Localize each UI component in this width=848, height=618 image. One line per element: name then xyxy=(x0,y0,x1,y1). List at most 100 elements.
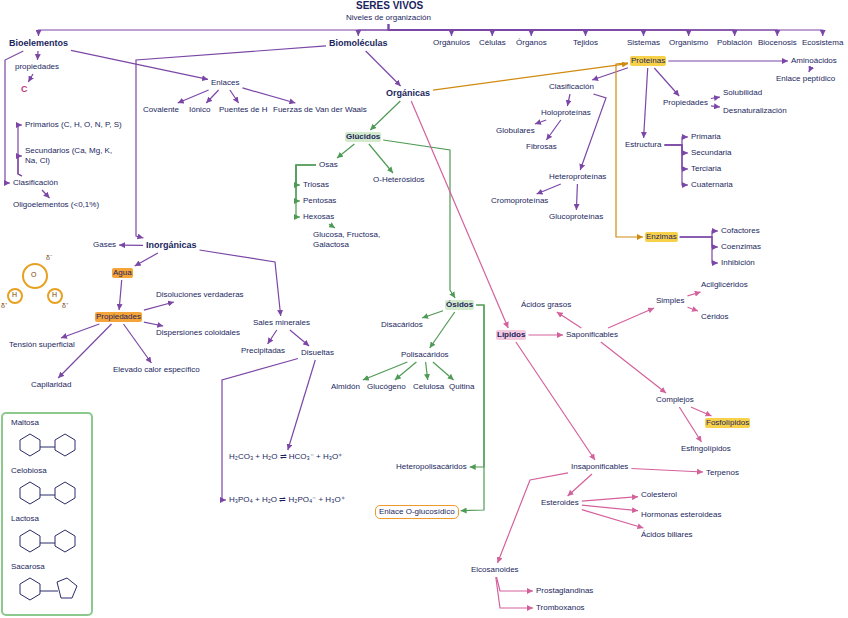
concept-node: Orgánulos xyxy=(432,38,471,48)
node-text: Elevado calor específico xyxy=(113,365,200,375)
node-text: Secundarios (Ca, Mg, K, Na, Cl) xyxy=(25,146,125,166)
atom-label: H xyxy=(12,291,17,299)
concept-node: Céridos xyxy=(700,312,730,322)
concept-node: Disueltas xyxy=(300,348,335,358)
concept-node: Esteroides xyxy=(540,498,580,508)
concept-node: Niveles de organización xyxy=(345,13,432,23)
concept-node: Globulares xyxy=(495,126,536,136)
node-text: Dispersiones coloidales xyxy=(156,328,240,338)
sugar-frame xyxy=(2,413,92,615)
concept-node: Fuerzas de Van der Waals xyxy=(272,105,368,115)
connector xyxy=(395,362,417,380)
node-text: Glúcidos xyxy=(346,132,380,142)
connector xyxy=(119,280,122,310)
node-text: Disoluciones verdaderas xyxy=(156,290,244,300)
concept-node: Terciaria xyxy=(690,164,722,174)
concept-node: Fosfolípidos xyxy=(705,418,750,428)
node-text: Puentes de H xyxy=(219,105,267,115)
connector xyxy=(411,101,508,328)
node-text: Sacarosa xyxy=(11,562,45,572)
node-text: Insaponificables xyxy=(571,462,628,472)
node-text: Tensión superficial xyxy=(9,340,75,350)
connector xyxy=(370,101,400,130)
node-text: Sales minerales xyxy=(253,318,310,328)
node-text: Oligoelementos (<0,1%) xyxy=(13,200,99,210)
connector xyxy=(608,308,654,328)
connector xyxy=(665,145,689,185)
concept-node: Ósidos xyxy=(445,300,474,310)
node-text: Gases xyxy=(93,240,116,250)
concept-node: Precipitadas xyxy=(240,346,286,356)
node-text: Céridos xyxy=(701,312,729,322)
bond xyxy=(40,447,55,448)
node-text: Biocenosis xyxy=(758,38,797,48)
connector xyxy=(711,106,720,107)
concept-node: Orgánicas xyxy=(385,88,431,99)
ring xyxy=(20,578,40,600)
node-text: O-Heterósidos xyxy=(373,175,425,185)
node-text: Maltosa xyxy=(11,418,39,428)
connector xyxy=(389,24,823,36)
concept-node: Biocenosis xyxy=(757,38,798,48)
concept-node: Biomoléculas xyxy=(328,38,389,49)
connector xyxy=(290,330,309,346)
connector xyxy=(535,120,546,124)
node-text: Secundaria xyxy=(691,148,731,158)
connector xyxy=(119,245,143,246)
concept-node: Cromoproteínas xyxy=(490,196,549,206)
concept-node: propiedades xyxy=(14,62,60,72)
concept-node: Insaponificables xyxy=(570,462,629,472)
connector xyxy=(268,330,277,344)
concept-node: Maltosa xyxy=(10,418,40,428)
connector xyxy=(329,224,335,228)
connector xyxy=(498,473,569,563)
node-text: Inorgánicas xyxy=(146,240,197,251)
node-text: Fosfolípidos xyxy=(706,418,749,428)
concept-node: Prostaglandinas xyxy=(535,586,594,596)
node-text: Quitina xyxy=(449,382,474,392)
connector xyxy=(668,60,788,61)
node-text: Niveles de organización xyxy=(346,13,431,23)
node-text: Iónico xyxy=(189,105,210,115)
bond xyxy=(40,495,55,496)
node-text: Aminoácidos xyxy=(791,56,837,66)
concept-node: Hexosas xyxy=(302,212,335,222)
concept-node: Glucoproteínas xyxy=(548,212,604,222)
node-text: Heteroproteínas xyxy=(549,172,606,182)
connector xyxy=(206,90,218,103)
connector xyxy=(18,125,22,176)
node-text: Órganos xyxy=(516,38,547,48)
connector xyxy=(582,497,638,502)
connector xyxy=(688,307,699,311)
connector xyxy=(58,324,111,378)
node-text: Lípidos xyxy=(497,330,525,340)
node-text: Enlace peptídico xyxy=(776,74,835,84)
connector xyxy=(144,302,174,310)
node-text: propiedades xyxy=(15,62,59,72)
node-text: Lactosa xyxy=(11,514,39,524)
connector xyxy=(363,362,408,380)
connector xyxy=(592,68,628,80)
concept-node: Tejidos xyxy=(572,38,599,48)
node-text: Eicosanoides xyxy=(471,565,519,575)
connector xyxy=(568,474,592,496)
concept-node: Proteínas xyxy=(630,56,666,66)
concept-node: Propiedades xyxy=(662,98,709,108)
connector xyxy=(461,305,484,511)
connector xyxy=(358,24,388,36)
connector xyxy=(711,97,720,99)
node-text: Esteroides xyxy=(541,498,579,508)
node-text: Terpenos xyxy=(706,468,739,478)
node-text: Primaria xyxy=(691,132,721,142)
concept-node: Bioelementos xyxy=(8,38,69,49)
connector xyxy=(296,165,316,217)
concept-node: Covalente xyxy=(142,105,180,115)
node-text: Enlace O-glucosídico xyxy=(379,507,455,517)
ring xyxy=(20,530,40,552)
node-text: Disacáridos xyxy=(381,320,423,330)
bond xyxy=(40,591,58,592)
concept-node: Glúcidos xyxy=(345,132,381,142)
node-text: Complejos xyxy=(656,395,694,405)
connector xyxy=(71,50,208,79)
ring xyxy=(20,482,40,504)
